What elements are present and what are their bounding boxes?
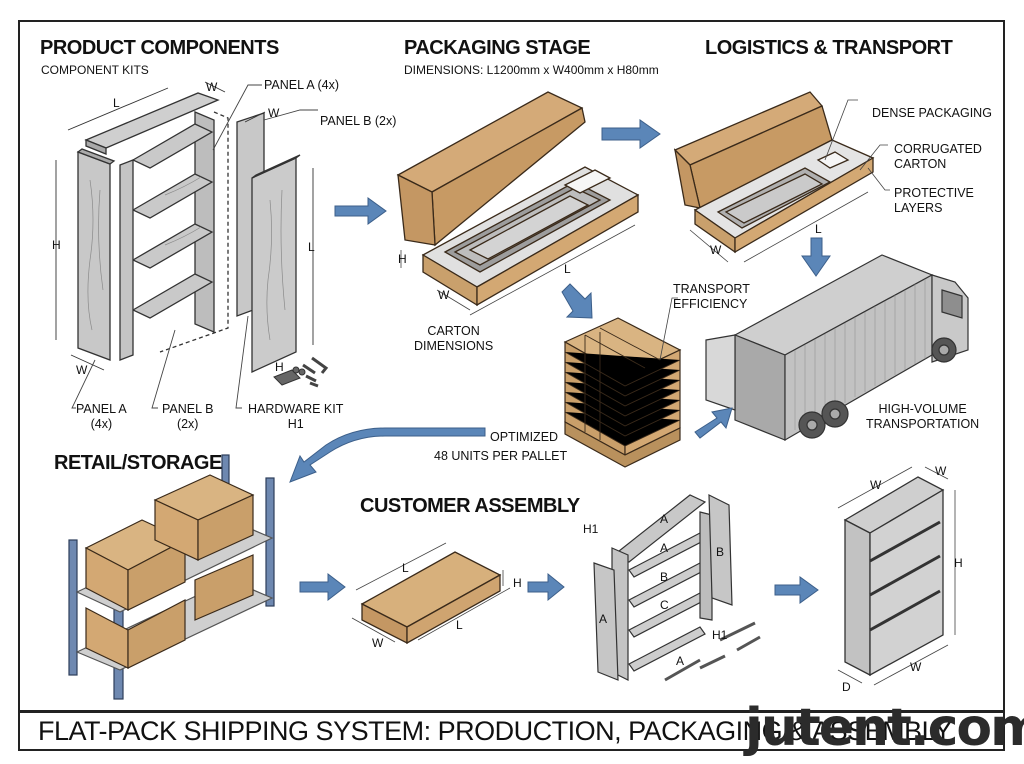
dim-h: H	[954, 556, 963, 570]
pallet-stack-illustration	[563, 297, 682, 468]
container-truck-illustration	[705, 254, 969, 442]
section-title-customer-assembly: CUSTOMER ASSEMBLY	[360, 495, 580, 517]
part-a: A	[676, 654, 685, 668]
dim-l: L	[113, 96, 120, 110]
arrow-storage-to-carton	[299, 572, 346, 602]
flat-carton-illustration	[351, 542, 511, 645]
label-panel-a-4x: PANEL A (4x)	[264, 78, 340, 92]
dim-l: L	[564, 262, 571, 276]
watermark: jutent.com	[745, 698, 1024, 758]
section-subtitle-component-kits: COMPONENT KITS	[41, 63, 149, 77]
label-units-per-pallet: 48 UNITS PER PALLET	[434, 449, 568, 463]
part-b: B	[660, 570, 669, 584]
section-title-retail-storage: RETAIL/STORAGE	[54, 452, 222, 474]
storage-rack-illustration	[68, 454, 275, 700]
dim-w: W	[206, 80, 218, 94]
dim-h: H	[275, 360, 284, 374]
exploded-bookcase-illustration	[55, 81, 329, 409]
dim-w: W	[710, 243, 722, 257]
packaging-dimensions: DIMENSIONS: L1200mm x W400mm x H80mm	[404, 63, 659, 77]
dim-w: W	[935, 464, 947, 478]
dim-l: L	[815, 222, 822, 236]
section-title-product-components: PRODUCT COMPONENTS	[40, 37, 279, 59]
arrow-to-storage	[289, 427, 486, 483]
dim-h: H	[52, 238, 61, 252]
dim-h: H	[398, 252, 407, 266]
diagram-caption: FLAT-PACK SHIPPING SYSTEM: PRODUCTION, P…	[18, 711, 1005, 751]
dim-w: W	[438, 288, 450, 302]
dim-w: W	[870, 478, 882, 492]
assembly-bookcase-illustration	[593, 494, 761, 682]
label-panel-b: PANEL B(2x)	[162, 402, 214, 431]
dim-l: L	[308, 240, 315, 254]
dim-l: L	[402, 561, 409, 575]
arrow-assembly-to-finished	[774, 576, 819, 604]
section-title-logistics: LOGISTICS & TRANSPORT	[705, 37, 953, 59]
dim-l: L	[456, 618, 463, 632]
part-b: B	[716, 545, 725, 559]
label-optimized: OPTIMIZED	[490, 430, 559, 444]
finished-bookcase-illustration	[837, 466, 956, 686]
label-dense-packaging: DENSE PACKAGING	[872, 106, 992, 120]
label-panel-b-2x: PANEL B (2x)	[320, 114, 397, 128]
part-a: A	[660, 512, 669, 526]
dim-h: H	[513, 576, 522, 590]
label-panel-a: PANEL A(4x)	[76, 402, 127, 431]
arrow-pallet-to-truck	[694, 407, 733, 439]
arrow-carton-to-assembly	[527, 572, 565, 602]
dim-w: W	[268, 106, 280, 120]
part-a: A	[599, 612, 608, 626]
part-a: A	[660, 541, 669, 555]
dim-w: W	[910, 660, 922, 674]
arrow-packaging-to-logistics	[601, 119, 661, 149]
dim-h1: H1	[712, 628, 728, 642]
section-title-packaging-stage: PACKAGING STAGE	[404, 37, 591, 59]
dim-w: W	[372, 636, 384, 650]
dim-d: D	[842, 680, 851, 694]
arrow-components-to-packaging	[334, 197, 387, 225]
arrow-carton-to-truck	[801, 237, 831, 277]
open-carton-illustration	[396, 91, 640, 316]
part-c: C	[660, 598, 669, 612]
arrow-carton-to-pallet	[561, 283, 593, 319]
dim-w: W	[76, 363, 88, 377]
flow-arrows	[289, 119, 831, 604]
dim-h1: H1	[583, 522, 599, 536]
dense-packaging-carton-illustration	[673, 91, 890, 263]
